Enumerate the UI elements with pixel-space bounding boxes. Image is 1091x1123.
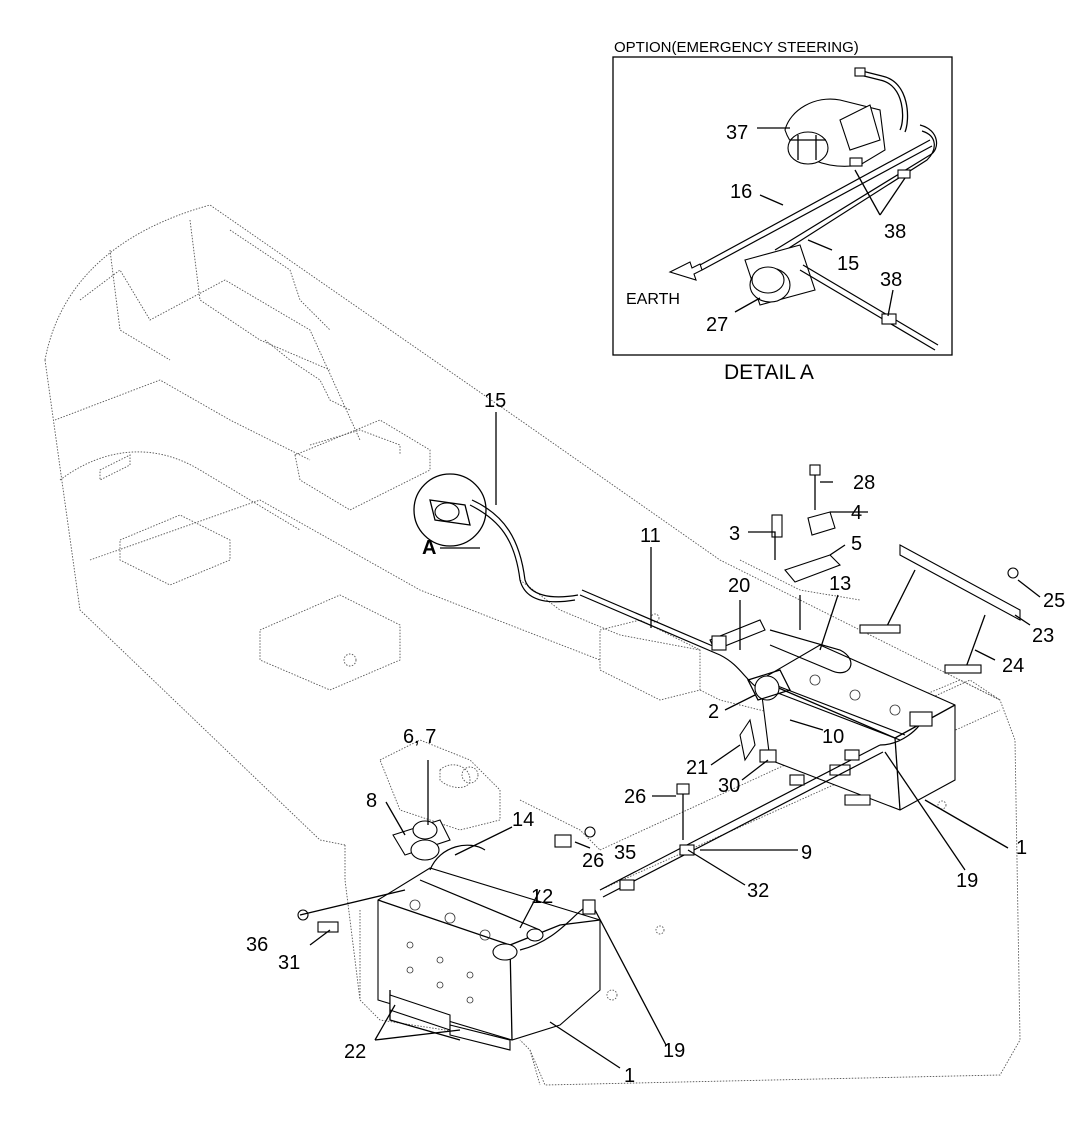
callout-19-rear: 19: [956, 870, 978, 892]
battery-rear: [759, 644, 956, 811]
callout-11: 11: [640, 525, 661, 547]
callout-27: 27: [706, 314, 728, 336]
callout-31: 31: [278, 952, 300, 974]
leader-lines: [299, 412, 1041, 1069]
callout-26-upper: 26: [624, 786, 646, 808]
callout-38-lower: 38: [880, 269, 902, 291]
callout-6-7: 6, 7: [403, 726, 436, 748]
machine-frame-outline: [44, 204, 1021, 1086]
callout-37: 37: [726, 122, 748, 144]
callout-30: 30: [718, 775, 740, 797]
callout-38-upper: 38: [884, 221, 906, 243]
callout-16: 16: [730, 181, 752, 203]
callout-2: 2: [708, 701, 719, 723]
callout-20: 20: [728, 575, 750, 597]
callout-26-lower: 26: [582, 850, 604, 872]
battery-front: [377, 867, 601, 1051]
callout-14: 14: [512, 809, 534, 831]
detail-caption: DETAIL A: [724, 361, 814, 384]
callout-35: 35: [614, 842, 636, 864]
callout-25: 25: [1043, 590, 1065, 612]
callout-19-front: 19: [663, 1040, 685, 1062]
callout-13: 13: [829, 573, 851, 595]
callout-36: 36: [246, 934, 268, 956]
callout-3: 3: [729, 523, 740, 545]
parts-hardware: [297, 464, 1021, 961]
callout-23: 23: [1032, 625, 1054, 647]
marker-a: A: [422, 537, 436, 559]
callout-8: 8: [366, 790, 377, 812]
earth-label: EARTH: [626, 291, 680, 308]
callout-1-front: 1: [624, 1065, 635, 1087]
callout-15-detail: 15: [837, 253, 859, 275]
main-text: A 15 11 28 3 4 5 20 13 25 23 24 2 10 21 …: [246, 390, 1065, 1087]
detail-a-panel: [612, 56, 953, 356]
callout-12: 12: [531, 886, 553, 908]
battery-cables: [419, 499, 926, 951]
callout-10: 10: [822, 726, 844, 748]
callout-24: 24: [1002, 655, 1024, 677]
callout-15: 15: [484, 390, 506, 412]
option-title: OPTION(EMERGENCY STEERING): [614, 39, 859, 56]
callout-22: 22: [344, 1041, 366, 1063]
callout-1-rear: 1: [1016, 837, 1027, 859]
callout-28: 28: [853, 472, 875, 494]
callout-32: 32: [747, 880, 769, 902]
callout-5: 5: [851, 533, 862, 555]
callout-4: 4: [851, 502, 862, 524]
detail-text: OPTION(EMERGENCY STEERING) DETAIL A EART…: [614, 39, 906, 384]
callout-21: 21: [686, 757, 708, 779]
callout-9: 9: [801, 842, 812, 864]
